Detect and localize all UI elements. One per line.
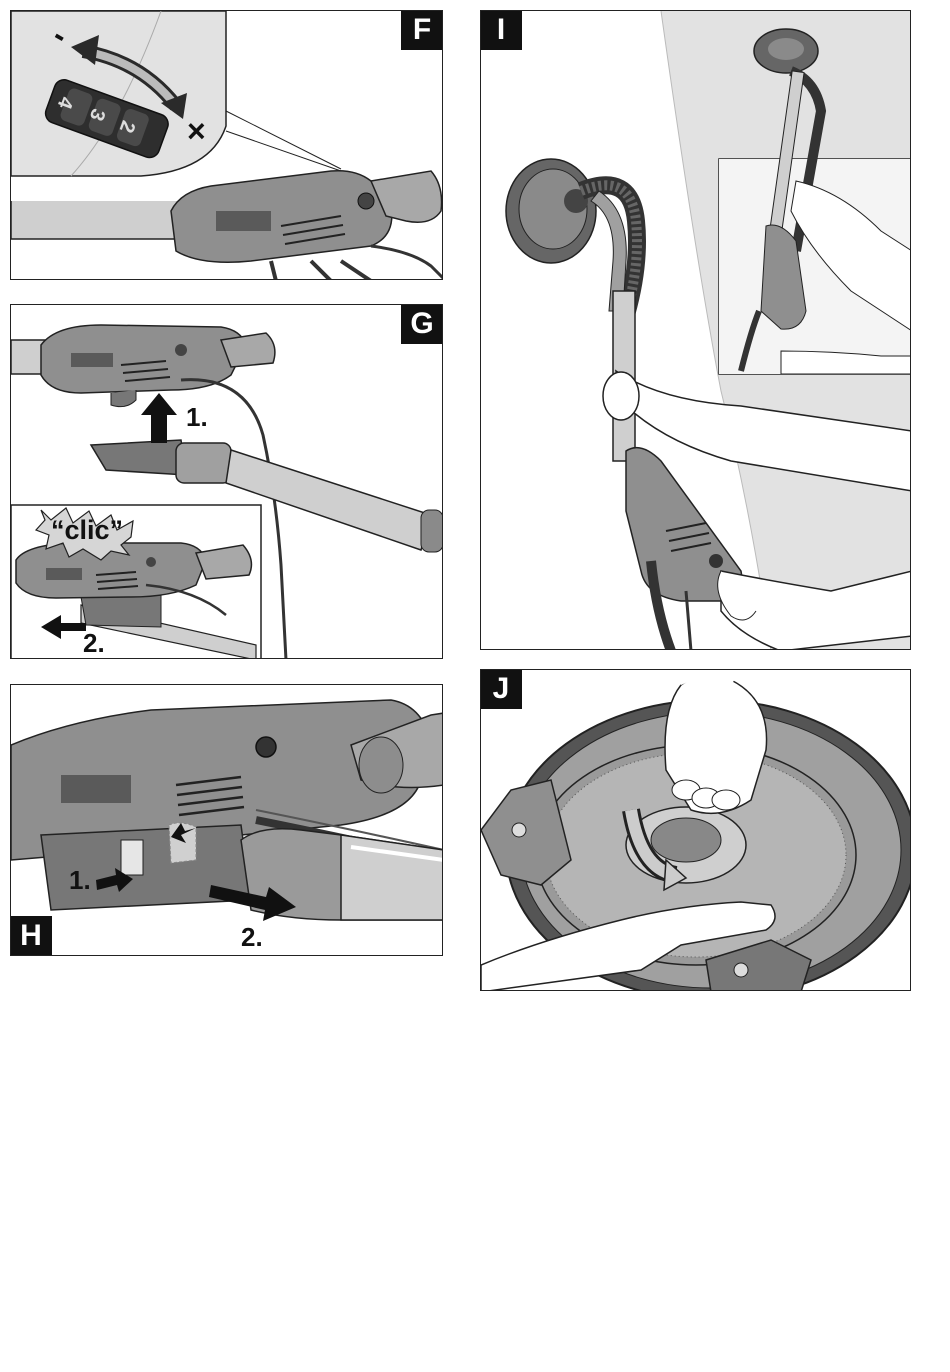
figure-g-illustration: [11, 305, 443, 659]
step-2-label: 2.: [241, 922, 263, 953]
step-1-label: 1.: [69, 865, 91, 896]
figure-f: 4 3 2 - × F: [10, 10, 443, 280]
figure-i-label: I: [480, 10, 522, 50]
figure-f-illustration: [11, 11, 443, 280]
figure-f-label: F: [401, 10, 443, 50]
figure-g-label: G: [401, 304, 443, 344]
figure-j-label: J: [480, 669, 522, 709]
max-symbol: ×: [187, 113, 206, 150]
step-2-label: 2.: [83, 628, 105, 659]
step-1-label: 1.: [186, 402, 208, 433]
figure-i: I: [480, 10, 911, 650]
figure-h-illustration: [11, 685, 443, 956]
figure-h-label: H: [10, 916, 52, 956]
figure-h: 1. 2. H: [10, 684, 443, 956]
figure-i-illustration: [481, 11, 911, 650]
figure-j-illustration: [481, 670, 911, 991]
clic-sound-label: “clic”: [51, 515, 123, 546]
figure-j: J: [480, 669, 911, 991]
figure-g: 1. “clic” 2. G: [10, 304, 443, 659]
